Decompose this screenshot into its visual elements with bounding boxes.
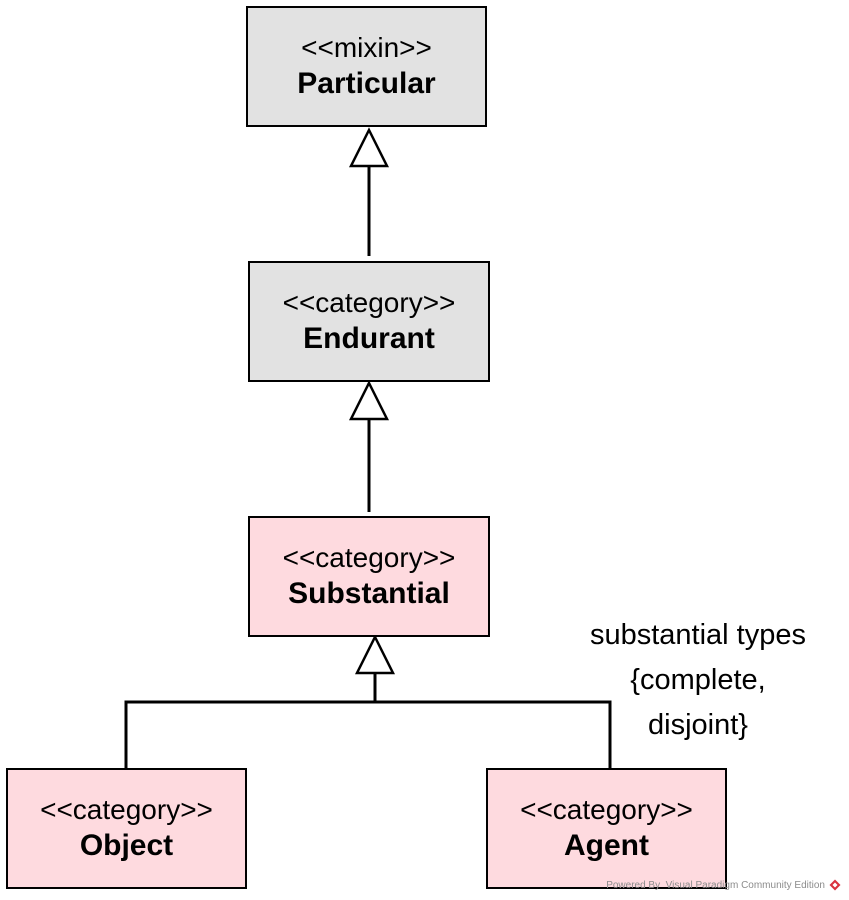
class-name: Substantial [288,576,450,610]
generalization-arrowhead-substantial [354,634,396,675]
generalization-arrowhead-particular [348,127,390,168]
stereotype-label: <<category>> [282,286,456,318]
class-name: Object [79,828,174,862]
generalization-arrowhead-endurant [348,380,390,421]
stereotype-label: <<mixin>> [301,31,432,63]
watermark-text: Powered By Visual Paradigm Community Edi… [606,879,825,891]
class-name: Agent [564,828,649,862]
generalization-set-lines [124,673,612,769]
watermark: Powered By Visual Paradigm Community Edi… [606,879,841,891]
stereotype-label: <<category>> [520,793,693,825]
class-name: Endurant [303,321,435,355]
stereotype-label: <<category>> [40,793,213,825]
class-object[interactable]: <<category>> Object [6,768,247,889]
generalization-set-name: substantial types [589,619,806,651]
class-substantial[interactable]: <<category>> Substantial [248,516,490,637]
class-name: Particular [297,66,436,100]
class-endurant[interactable]: <<category>> Endurant [248,261,490,382]
visual-paradigm-logo-icon [829,879,841,891]
class-particular[interactable]: <<mixin>> Particular [246,6,487,127]
generalization-set-constraint-open: {complete, [630,664,766,696]
class-agent[interactable]: <<category>> Agent [486,768,727,889]
stereotype-label: <<category>> [282,541,456,573]
generalization-set-constraint-close: disjoint} [648,709,748,741]
generalization-set-label[interactable]: substantial types {complete, disjoint} [560,613,836,748]
